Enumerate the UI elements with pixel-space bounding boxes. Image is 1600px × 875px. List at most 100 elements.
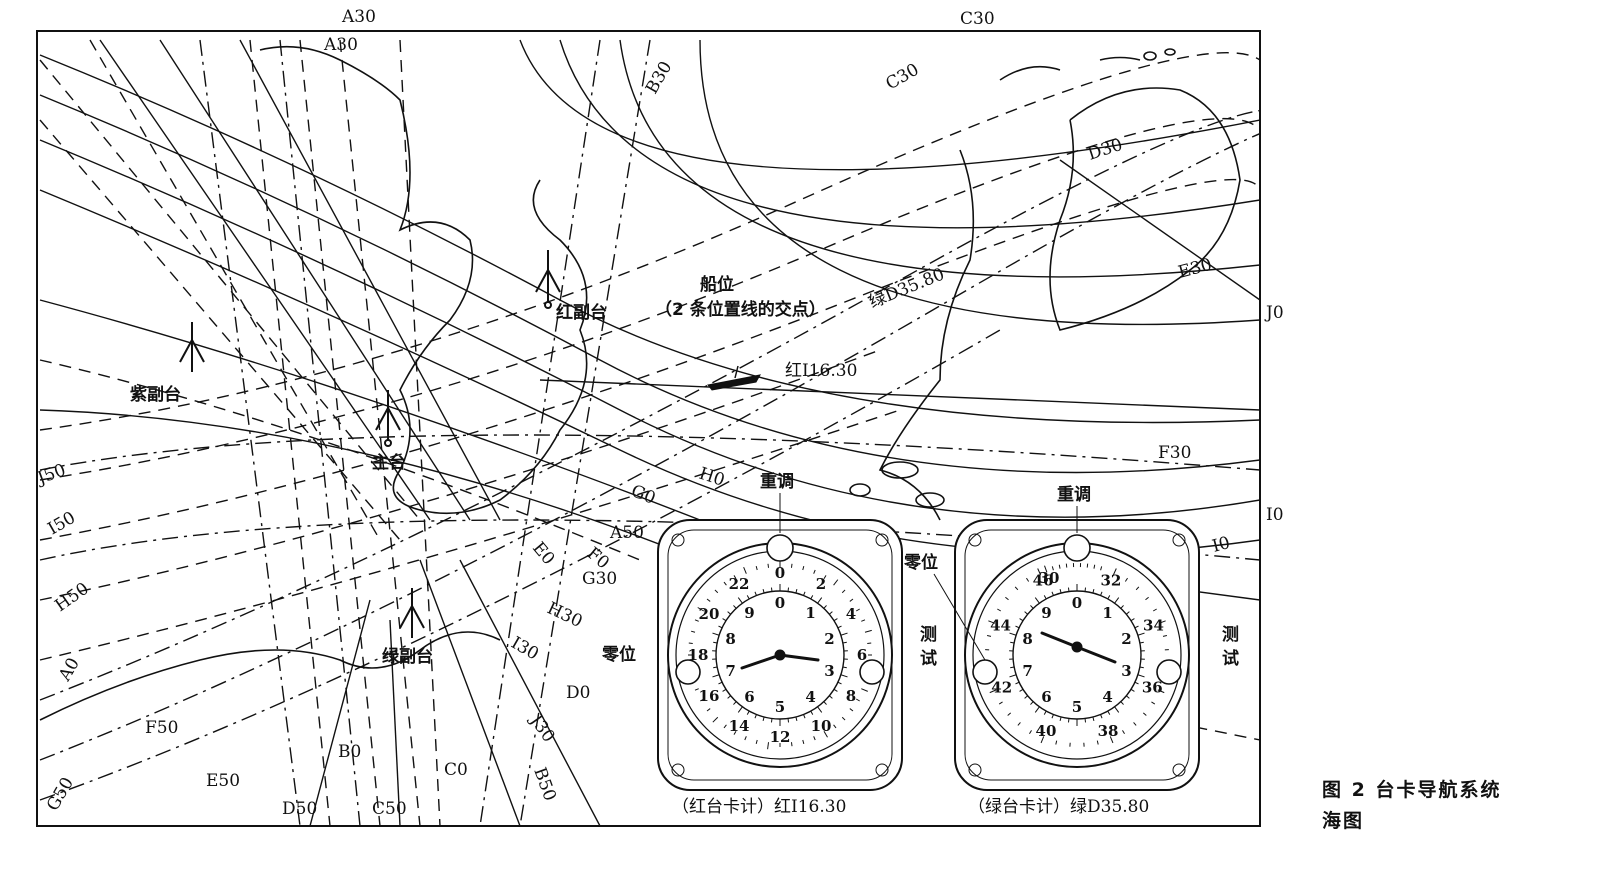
green-outer-tick (1026, 577, 1030, 582)
red-inner-numeral: 4 (805, 688, 815, 706)
test-knob-red[interactable] (859, 659, 885, 685)
red-inner-numeral: 2 (824, 630, 834, 648)
lane-label: G50 (43, 774, 78, 815)
green-inner-tick (1043, 595, 1047, 600)
green-inner-numeral: 0 (1072, 594, 1082, 612)
lane-label: B50 (529, 765, 559, 804)
red-outer-tick (714, 589, 719, 594)
green-outer-tick (1145, 596, 1149, 601)
green-inner-tick (1024, 611, 1029, 615)
green-inner-tick (1120, 701, 1124, 705)
red-outer-numeral: 18 (688, 646, 709, 664)
green-outer-tick (1007, 712, 1012, 716)
red-outer-tick (694, 688, 699, 691)
red-outer-tick (802, 566, 805, 571)
green-inner-tick (1010, 641, 1015, 644)
red-inner-tick (737, 706, 743, 713)
red-outer-tick (723, 724, 727, 729)
green-inner-tick (1059, 589, 1062, 594)
lane-label: I50 (45, 508, 80, 540)
green-outer-tick (1157, 689, 1165, 694)
dashdot-lane-lines (39, 39, 1260, 826)
red-outer-tick (864, 629, 872, 633)
red-outer-tick (733, 575, 737, 580)
green-inner-tick (1019, 618, 1024, 622)
border-label-c30: C30 (960, 9, 995, 29)
green-inner-tick (1010, 666, 1015, 669)
red-outer-tick (743, 567, 747, 574)
green-inner-tick (1139, 666, 1144, 669)
red-outer-tick (813, 569, 816, 574)
reset-knob-red[interactable] (766, 534, 794, 562)
red-inner-tick (810, 710, 814, 715)
red-outer-tick (841, 716, 846, 721)
station-purple-label: 紫副台 (130, 384, 181, 405)
red-inner-tick (803, 591, 806, 596)
zero-knob-green[interactable] (972, 659, 998, 685)
dashed-lane-lines (39, 39, 1260, 826)
red-outer-numeral: 16 (699, 687, 720, 705)
red-outer-tick (744, 736, 747, 741)
lane-label: A0 (55, 655, 84, 686)
red-inner-tick (733, 701, 737, 705)
lane-label: H30 (544, 598, 586, 632)
green-inner-tick (1019, 688, 1024, 692)
lane-label: F50 (145, 718, 178, 738)
test-knob-green[interactable] (1156, 659, 1182, 685)
red-outer-tick (755, 739, 758, 744)
green-inner-tick (1015, 625, 1020, 629)
zero-knob-red[interactable] (675, 659, 701, 685)
red-inner-numeral: 8 (725, 630, 735, 648)
red-inner-tick (837, 681, 842, 685)
green-outer-tick (989, 689, 997, 694)
green-outer-tick (1093, 564, 1096, 569)
red-inner-tick (754, 714, 757, 719)
red-inner-tick (828, 695, 833, 699)
red-inner-tick (718, 681, 723, 685)
red-outer-tick (823, 575, 827, 580)
dial-hands-red (740, 649, 820, 670)
red-inner-tick (762, 716, 765, 721)
red-zero-label: 零位 (601, 644, 636, 665)
green-outer-tick (1152, 608, 1157, 612)
red-inner-tick (795, 589, 798, 594)
green-zero-label: 零位 (903, 552, 938, 573)
green-inner-tick (1137, 674, 1145, 678)
green-inner-tick (1009, 632, 1017, 636)
reset-knob-green[interactable] (1063, 534, 1091, 562)
antenna-icon-red (535, 250, 561, 309)
red-inner-tick (842, 641, 847, 644)
red-outer-tick (855, 698, 860, 702)
red-test-label-2: 试 (920, 649, 937, 669)
green-inner-numeral: 6 (1041, 688, 1051, 706)
green-inner-tick (1024, 695, 1029, 699)
green-outer-tick (1135, 586, 1140, 591)
green-inner-tick (1125, 695, 1130, 699)
green-inner-tick (1015, 681, 1020, 685)
red-outer-tick (823, 730, 828, 738)
green-outer-tick (1029, 730, 1032, 735)
red-inner-tick (840, 674, 848, 678)
green-inner-tick (1051, 714, 1054, 719)
green-inner-tick (1134, 681, 1139, 685)
dial-hands-green (1040, 631, 1117, 664)
green-outer-tick (1124, 577, 1128, 582)
lane-label: A30 (323, 35, 358, 55)
lane-label: B0 (338, 742, 361, 762)
red-inner-tick (770, 718, 773, 723)
green-inner-tick (1067, 718, 1070, 723)
green-outer-numeral: 32 (1100, 571, 1121, 589)
red-inner-tick (713, 666, 718, 669)
red-inner-tick (718, 625, 723, 629)
green-readout: （绿台卡计）绿D35.80 (968, 797, 1149, 817)
green-inner-numeral: 2 (1121, 630, 1131, 648)
lane-label: A50 (609, 523, 644, 543)
antenna-icon-master (375, 390, 401, 447)
green-inner-numeral: 5 (1072, 698, 1082, 716)
ship-icon (707, 365, 761, 391)
red-outer-tick (697, 607, 705, 612)
figure-caption-line1: 图 2 台卡导航系统 (1322, 779, 1502, 801)
red-outer-tick (855, 608, 860, 612)
green-outer-tick (1158, 620, 1166, 624)
